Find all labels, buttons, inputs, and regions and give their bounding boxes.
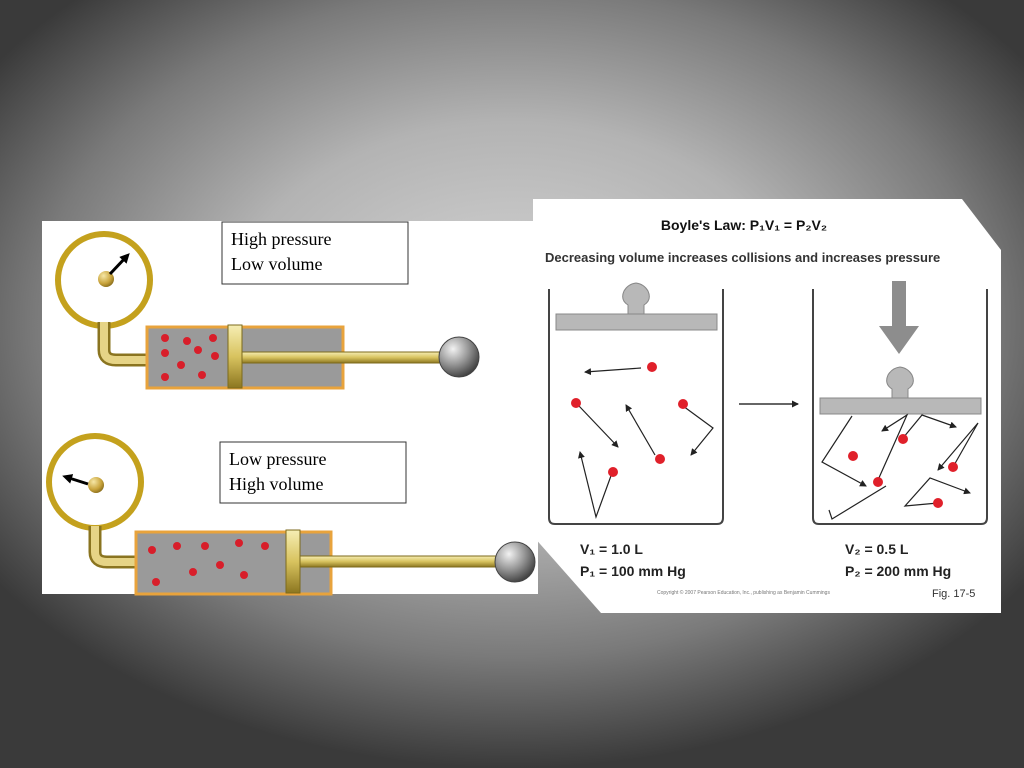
bottom-gas-molecules: [148, 539, 269, 586]
right-piston: [819, 397, 982, 415]
right-molecule-paths: [821, 413, 979, 520]
gas-molecule: [873, 477, 883, 487]
top-plunger-rod: [241, 351, 443, 364]
bottom-syringe: Low pressure High volume: [46, 433, 536, 596]
gas-molecule: [240, 571, 248, 579]
right-pressure-equation: P₂ = 200 mm Hg: [845, 563, 951, 579]
molecule-path: [877, 413, 909, 481]
top-plunger-head: [227, 324, 243, 389]
gas-molecule: [211, 352, 219, 360]
bottom-label-line2: High volume: [229, 474, 324, 494]
gas-molecule: [173, 542, 181, 550]
gas-molecule: [848, 451, 858, 461]
left-piston-handle: [622, 282, 650, 315]
molecule-path: [821, 415, 867, 487]
gas-molecule: [177, 361, 185, 369]
bottom-plunger-head: [285, 529, 301, 594]
gas-molecule: [161, 349, 169, 357]
gas-molecule: [571, 398, 581, 408]
figure-title: Boyle's Law: P₁V₁ = P₂V₂: [661, 217, 827, 233]
figure-card: [533, 199, 1001, 613]
gas-molecule: [194, 346, 202, 354]
molecule-path: [625, 404, 656, 456]
top-syringe-label-box: [221, 221, 409, 285]
top-label-line1: High pressure: [231, 229, 331, 249]
left-container: [548, 282, 724, 525]
right-piston-handle: [886, 366, 914, 399]
gas-molecule: [608, 467, 618, 477]
bottom-syringe-label-box: [219, 441, 407, 504]
bottom-plunger-knob: [494, 541, 536, 583]
gas-molecule: [189, 568, 197, 576]
gas-molecule: [216, 561, 224, 569]
gas-molecule: [161, 334, 169, 342]
molecule-path: [584, 367, 642, 376]
figure-copyright: Copyright © 2007 Pearson Education, Inc.…: [657, 589, 830, 596]
bottom-label-line1: Low pressure: [229, 449, 326, 469]
figure-subtitle: Decreasing volume increases collisions a…: [545, 250, 940, 265]
right-volume-equation: V₂ = 0.5 L: [845, 541, 909, 557]
top-label-line2: Low volume: [231, 254, 323, 274]
gas-molecule: [152, 578, 160, 586]
top-gas-molecules: [161, 334, 219, 381]
gas-molecule: [183, 337, 191, 345]
gas-molecule: [201, 542, 209, 550]
gas-molecule: [678, 399, 688, 409]
gas-molecule: [235, 539, 243, 547]
molecule-path: [902, 414, 957, 439]
molecule-path: [682, 405, 714, 456]
molecule-path: [903, 477, 971, 507]
right-molecules: [848, 434, 958, 508]
top-syringe: High pressure Low volume: [55, 221, 480, 390]
compression-arrow: [879, 281, 919, 354]
molecule-path: [828, 485, 887, 520]
figure-clip: Boyle's Law: P₁V₁ = P₂V₂ Decreasing volu…: [545, 217, 988, 600]
right-container-walls: [812, 289, 988, 525]
boyles-law-figure: Boyle's Law: P₁V₁ = P₂V₂ Decreasing volu…: [533, 199, 1001, 613]
gas-molecule: [209, 334, 217, 342]
bottom-gauge-needle-arrow: [62, 474, 89, 486]
top-gauge-needle-arrow: [108, 253, 130, 276]
gas-molecule: [198, 371, 206, 379]
gas-molecule: [933, 498, 943, 508]
gas-molecule: [655, 454, 665, 464]
left-pressure-equation: P₁ = 100 mm Hg: [580, 563, 686, 579]
gas-molecule: [647, 362, 657, 372]
left-volume-equation: V₁ = 1.0 L: [580, 541, 643, 557]
top-connector-pipe: [100, 322, 150, 364]
left-molecule-paths: [578, 367, 714, 520]
left-piston: [555, 313, 718, 331]
gas-molecule: [161, 373, 169, 381]
molecule-path: [578, 451, 613, 520]
molecule-path: [937, 422, 979, 471]
syringe-panel: High pressure Low volume: [42, 221, 538, 596]
right-container: [812, 281, 988, 525]
left-molecules: [571, 362, 688, 477]
left-container-walls: [548, 289, 724, 525]
gas-molecule: [898, 434, 908, 444]
bottom-plunger-rod: [298, 555, 500, 568]
bottom-gauge-needle-ball: [88, 477, 104, 493]
top-gauge-needle-ball: [98, 271, 114, 287]
gas-molecule: [261, 542, 269, 550]
molecule-path: [578, 405, 619, 448]
gas-molecule: [948, 462, 958, 472]
bottom-connector-pipe: [91, 526, 140, 566]
top-plunger-knob: [438, 336, 480, 378]
gas-molecule: [148, 546, 156, 554]
figure-number: Fig. 17-5: [932, 588, 975, 600]
